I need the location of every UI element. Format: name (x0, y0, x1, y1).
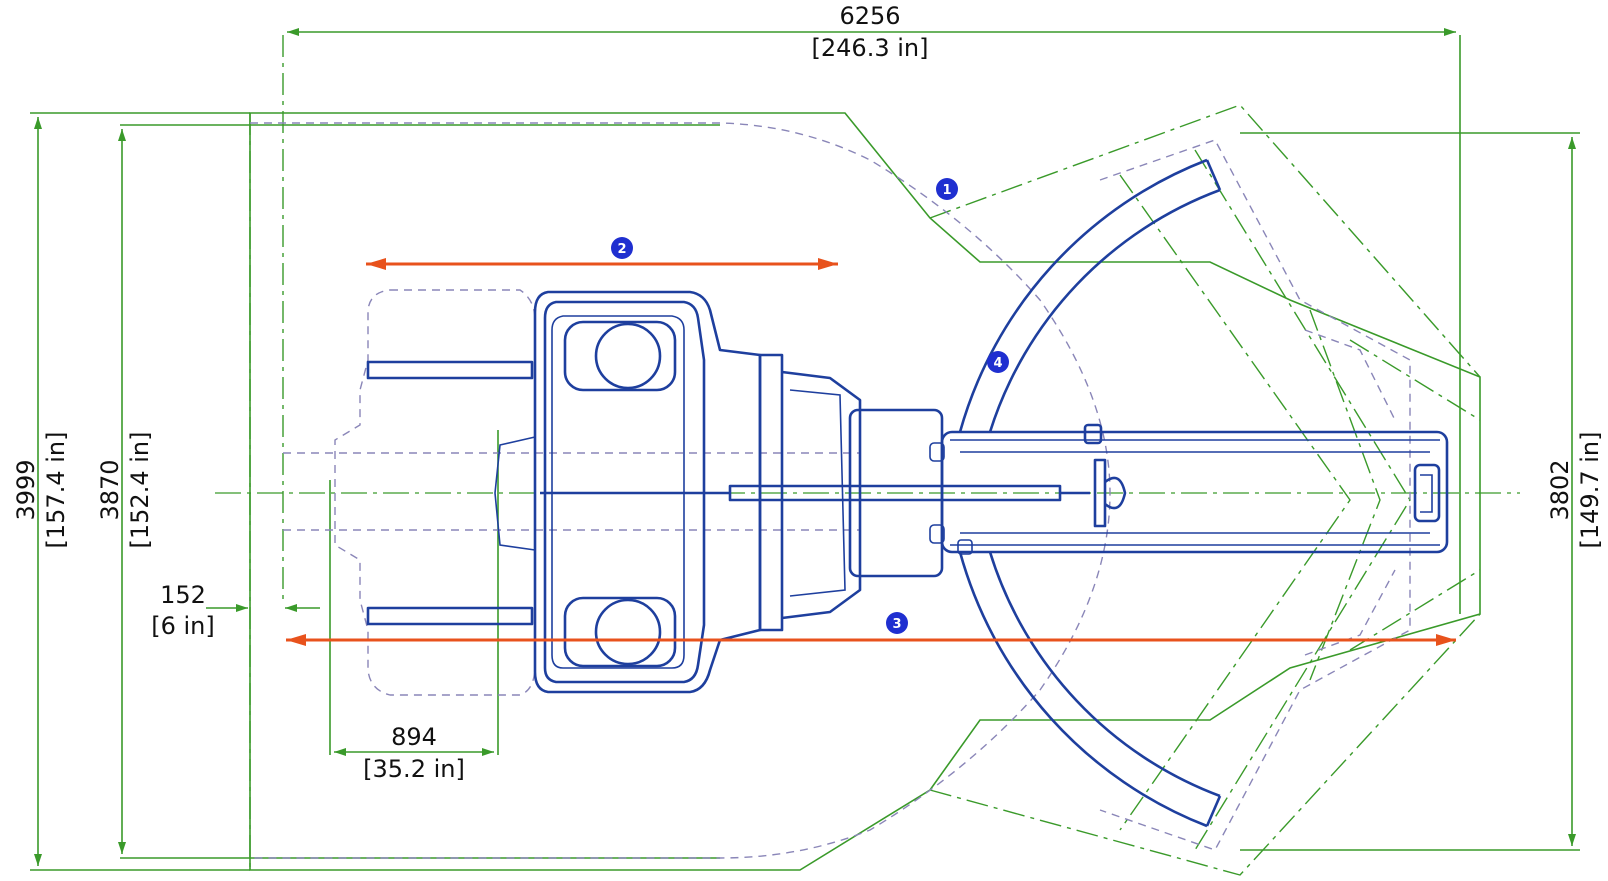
marker-2: 2 (611, 237, 633, 259)
right-depth-imperial: [149.7 in] (1576, 432, 1604, 549)
dimension-lines (30, 28, 1576, 871)
overall-width-imperial: [246.3 in] (812, 34, 929, 62)
footprint-width-value: 894 (391, 723, 437, 751)
left-clearance-imperial: [6 in] (151, 612, 215, 640)
right-depth-value: 3802 (1546, 459, 1574, 520)
svg-text:4: 4 (993, 356, 1002, 371)
svg-text:1: 1 (942, 183, 951, 198)
machine-outline (366, 158, 1449, 828)
outer-depth-imperial: [157.4 in] (42, 432, 70, 549)
footprint-width-imperial: [35.2 in] (363, 755, 465, 783)
svg-text:2: 2 (617, 242, 626, 257)
overall-width-value: 6256 (839, 2, 900, 30)
room-outline (120, 35, 1580, 876)
inner-depth-imperial: [152.4 in] (126, 432, 154, 549)
marker-1: 1 (936, 178, 958, 200)
outer-depth-value: 3999 (12, 459, 40, 520)
svg-text:3: 3 (892, 617, 901, 632)
inner-depth-value: 3870 (96, 459, 124, 520)
marker-3: 3 (886, 612, 908, 634)
travel-arrows (286, 258, 1456, 646)
marker-4: 4 (987, 351, 1009, 373)
left-clearance-value: 152 (160, 581, 206, 609)
